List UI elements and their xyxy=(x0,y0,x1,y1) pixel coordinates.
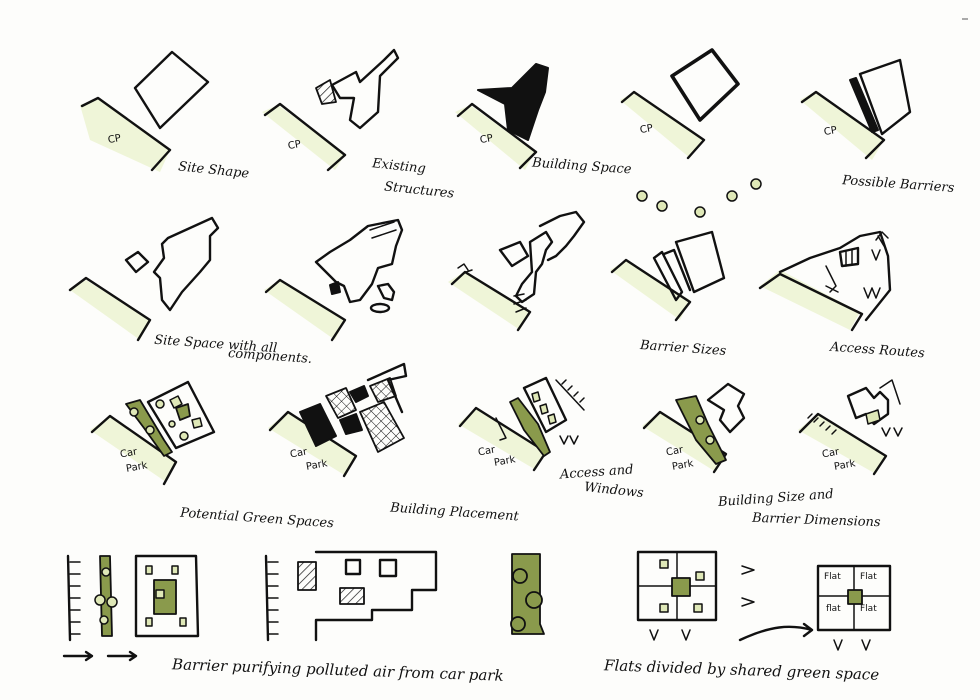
sketch-potential-green-spaces xyxy=(90,380,216,486)
sketch-flat-layout xyxy=(798,379,903,476)
sketch-possible-barriers xyxy=(800,58,912,160)
sketch-site-shape xyxy=(80,50,210,172)
sketch-building-size xyxy=(642,382,746,474)
sketch-access-routes xyxy=(758,230,892,332)
corner-mark xyxy=(962,18,968,20)
sketch-barrier-options xyxy=(620,48,762,218)
sketch-green-barrier xyxy=(510,553,545,635)
sketch-site-space-components xyxy=(68,216,220,342)
sketch-existing-with-barriers xyxy=(264,218,404,342)
car-park-mark-5: CP xyxy=(823,124,838,139)
sketch-barrier-sizes xyxy=(610,230,726,322)
sketch-access-windows xyxy=(458,376,585,472)
sketch-building-barrier-plan xyxy=(264,550,438,642)
flat-label-2: Flat xyxy=(860,572,877,582)
sketch-barrier-purifying xyxy=(62,554,200,662)
flat-label-3: flat xyxy=(826,604,841,614)
sketch-building-placement xyxy=(268,362,408,478)
sketch-flats-divided xyxy=(636,550,892,651)
flat-label-1: Flat xyxy=(824,572,841,582)
car-park-mark-1: CP xyxy=(107,132,122,147)
car-park-mark-3: CP xyxy=(479,132,494,147)
sketch-building-space xyxy=(455,63,549,170)
flat-label-4: Flat xyxy=(860,604,877,614)
car-park-mark-4: CP xyxy=(639,122,654,137)
sketch-components-zoom xyxy=(448,210,586,332)
car-park-mark-2: CP xyxy=(287,138,302,153)
sketch-existing-structures xyxy=(262,48,400,172)
